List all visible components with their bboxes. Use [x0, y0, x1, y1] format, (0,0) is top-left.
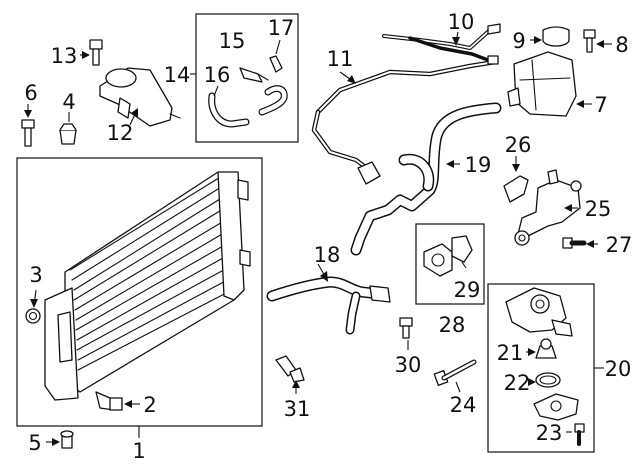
callout-labels: 1 2 3 4 5 6 7 8 9 10 11 12 13 14 15 16 1… [24, 10, 632, 463]
part-24-bolt [433, 359, 477, 393]
callout-14: 14 [164, 63, 191, 87]
callout-20: 20 [605, 357, 632, 381]
part-27-bolt [562, 237, 598, 249]
callout-7: 7 [594, 93, 607, 117]
callout-28: 28 [439, 313, 466, 337]
part-31-sensor [275, 355, 305, 394]
hose-kit [190, 13, 299, 143]
part-13-bolt [80, 39, 103, 66]
callout-26: 26 [505, 133, 532, 157]
callout-23: 23 [536, 421, 563, 445]
callout-15: 15 [219, 29, 246, 53]
callout-3: 3 [29, 263, 42, 287]
callout-2: 2 [143, 393, 156, 417]
part-4-clip [59, 112, 77, 145]
callout-13: 13 [51, 44, 78, 68]
callout-25: 25 [585, 197, 612, 221]
part-6-bolt [21, 104, 35, 147]
part-11-pipe [311, 59, 498, 185]
part-12-bracket [99, 67, 181, 127]
callout-31: 31 [284, 397, 311, 421]
callout-9: 9 [512, 29, 525, 53]
callout-19: 19 [465, 153, 492, 177]
callout-12: 12 [107, 121, 134, 145]
callout-8: 8 [615, 33, 628, 57]
part-30-bolt [399, 317, 413, 350]
callout-30: 30 [395, 353, 422, 377]
part-2-sensor [95, 391, 140, 411]
callout-17: 17 [268, 16, 295, 40]
part-9-cap [530, 26, 570, 47]
callout-29: 29 [454, 278, 481, 302]
part-25-housing [514, 169, 582, 246]
gasket-kit [415, 223, 485, 305]
callout-22: 22 [504, 371, 531, 395]
part-3-plug [25, 289, 41, 324]
radiator [16, 157, 263, 427]
part-5-bumper [46, 430, 74, 449]
part-19-hose [350, 102, 502, 256]
callout-5: 5 [28, 431, 41, 455]
callout-24: 24 [450, 393, 477, 417]
callout-6: 6 [24, 81, 37, 105]
part-26-bracket [503, 156, 529, 203]
callout-11: 11 [327, 47, 354, 71]
part-7-reservoir [507, 51, 592, 117]
callout-1: 1 [132, 439, 145, 463]
gasket-kit-box [415, 223, 485, 305]
part-8-bolt [583, 29, 612, 53]
callout-16: 16 [204, 63, 231, 87]
callout-18: 18 [314, 243, 341, 267]
thermostat-kit [487, 283, 604, 453]
callout-21: 21 [497, 341, 524, 365]
callout-27: 27 [606, 233, 633, 257]
hose-kit-box [195, 13, 299, 143]
part-18-hose [266, 263, 391, 335]
callout-4: 4 [62, 90, 75, 114]
part-10-hose [382, 23, 501, 65]
callout-10: 10 [448, 10, 475, 34]
